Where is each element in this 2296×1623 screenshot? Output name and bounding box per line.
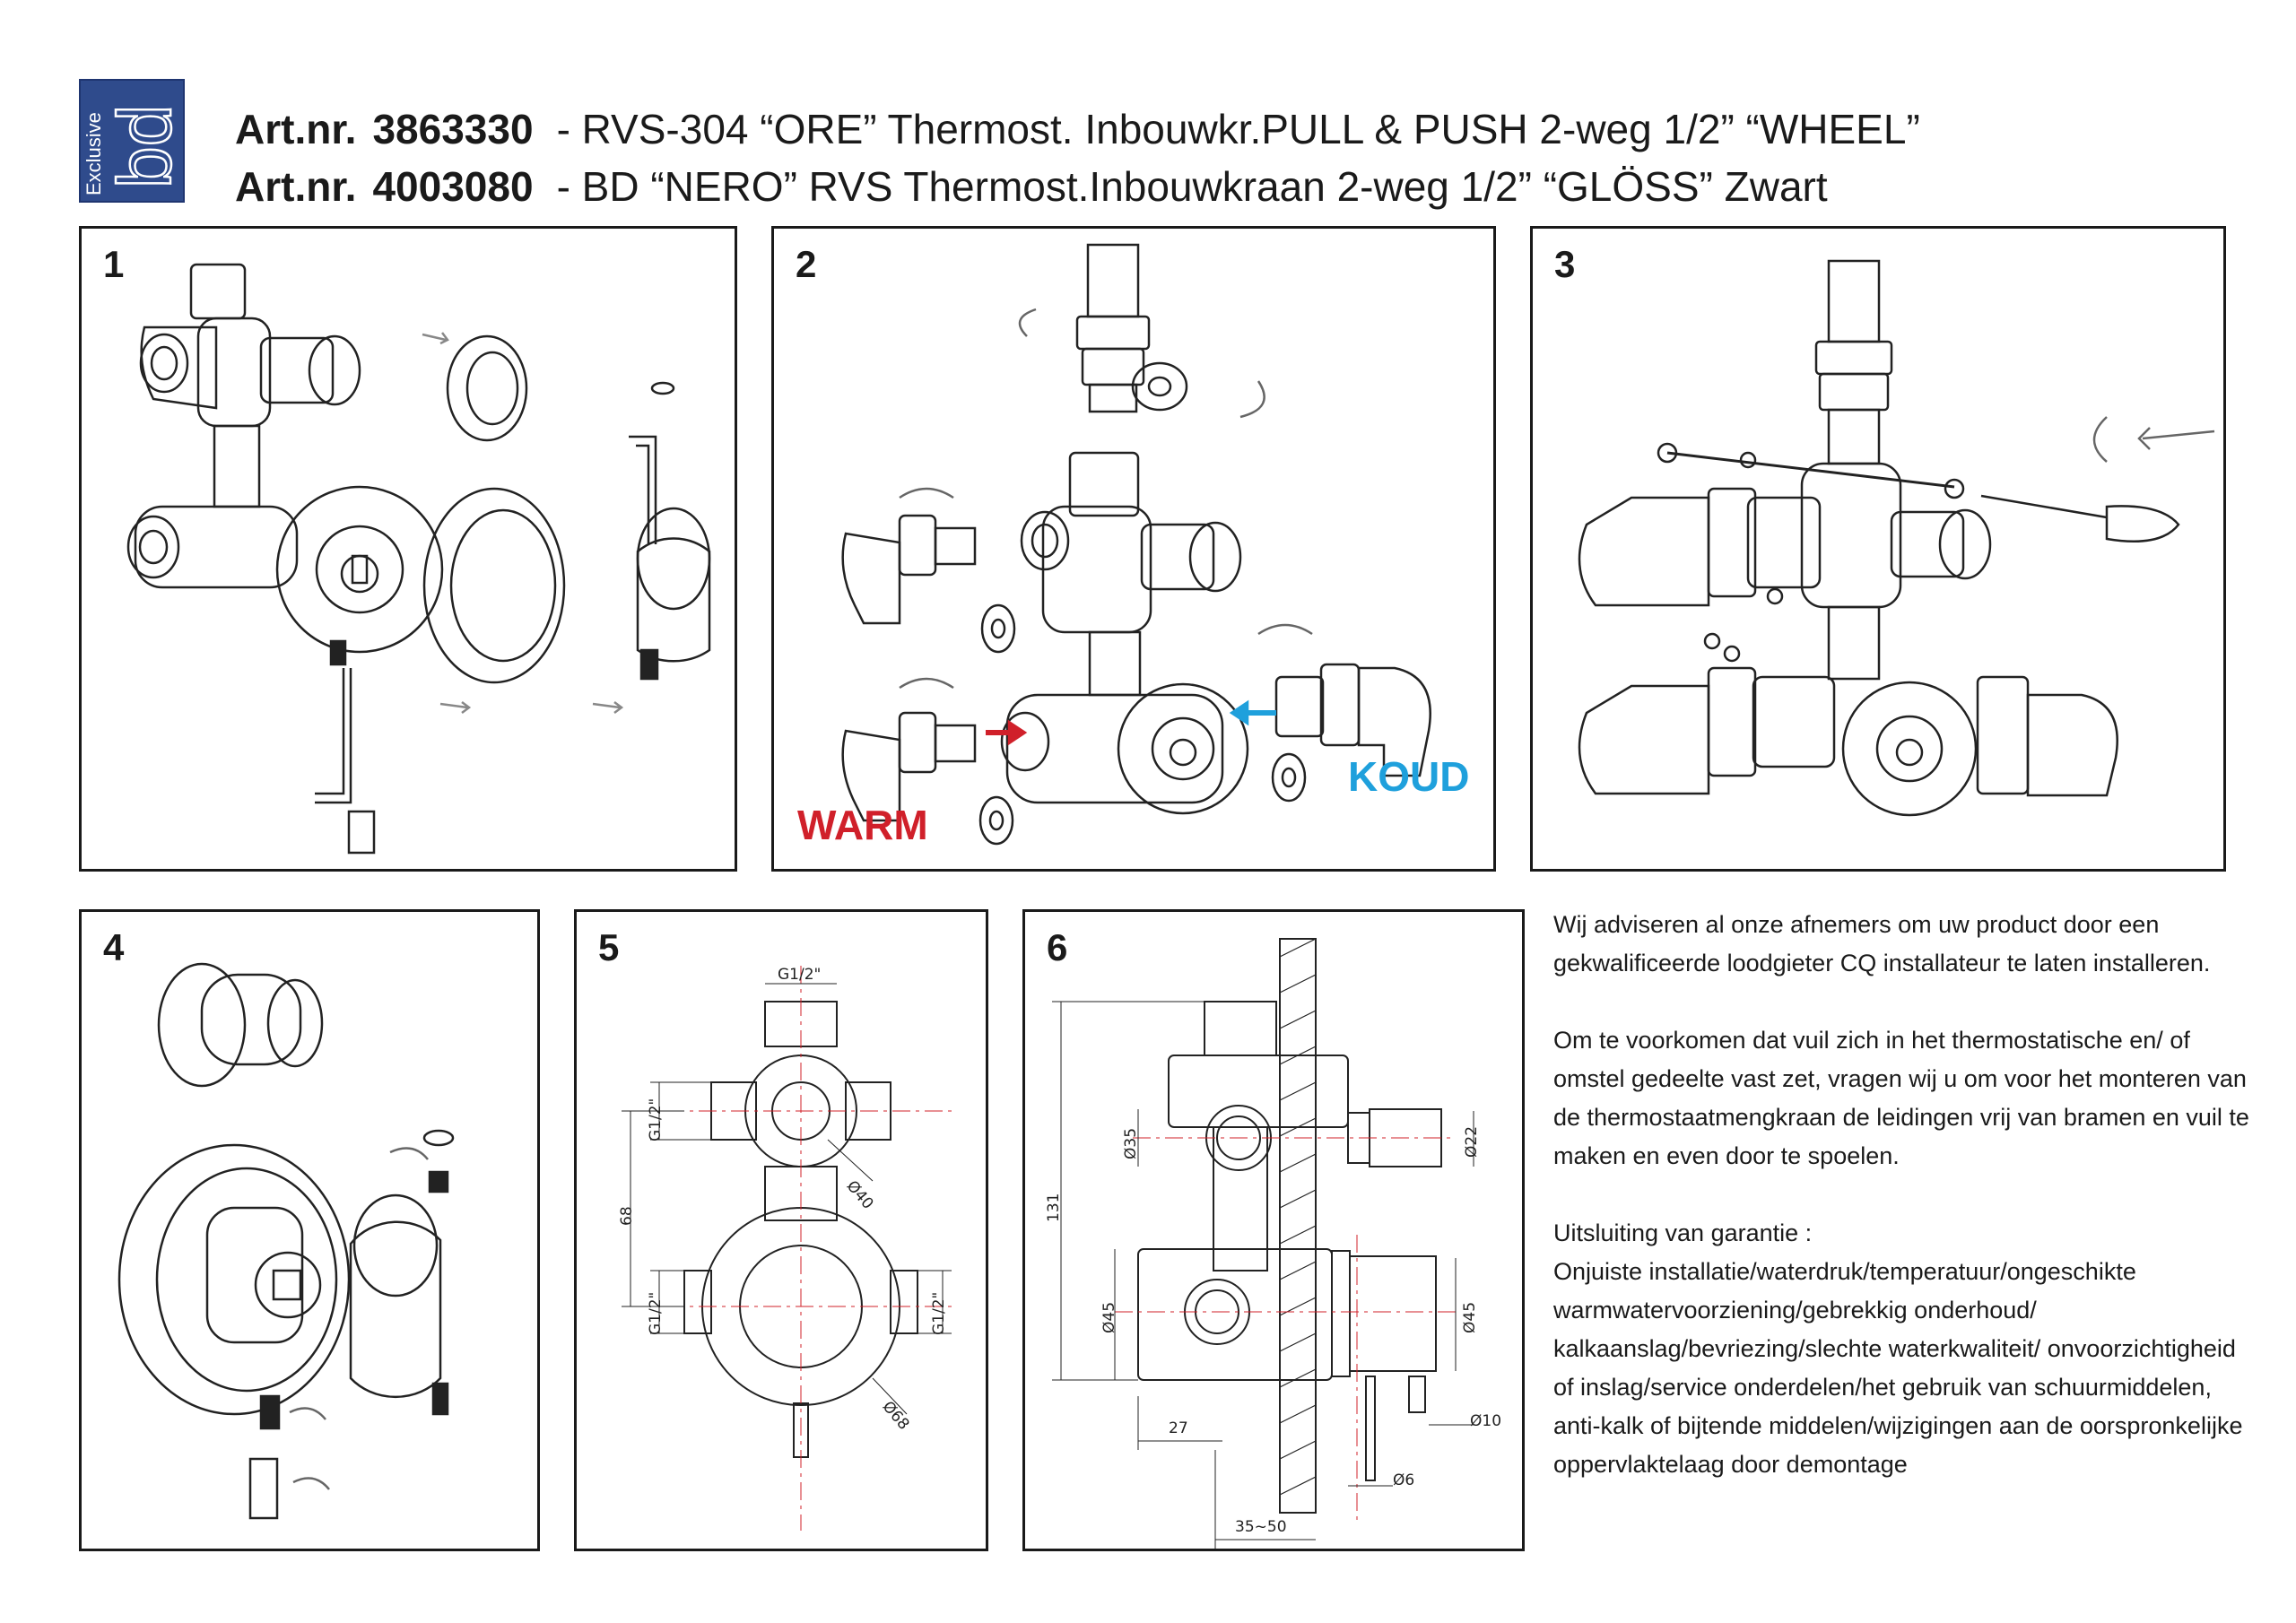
article-line-1: Art.nr. 3863330 - RVS-304 “ORE” Thermost. … bbox=[235, 104, 1920, 154]
handle-assembly-illustration bbox=[117, 962, 455, 1520]
dim-diameter-22: Ø22 bbox=[1463, 1125, 1481, 1158]
dim-68-distance: 68 bbox=[618, 1206, 636, 1226]
brand-logo: Exclusive bd bbox=[79, 79, 187, 203]
step-panel-1: 1 bbox=[79, 226, 737, 872]
dim-width-27: 27 bbox=[1169, 1419, 1188, 1437]
logo-word: Exclusive bbox=[83, 112, 105, 195]
step-panel-2: 2 bbox=[771, 226, 1496, 872]
warm-label: WARM bbox=[797, 802, 928, 848]
article-number: 3863330 bbox=[372, 106, 534, 152]
cleaning-paragraph: Om te voorkomen dat vuil zich in het the… bbox=[1553, 1027, 2249, 1169]
dim-g-top: G1/2" bbox=[778, 966, 822, 984]
step-panel-5: 5 G1/2" G1/2" 68 G1/2" G1/2" Ø40 Ø68 bbox=[574, 909, 988, 1551]
article-line-2: Art.nr. 4003080 - BD “NERO” RVS Thermost.I… bbox=[235, 161, 1828, 212]
koud-label: KOUD bbox=[1348, 753, 1470, 800]
dim-diameter-45-right: Ø45 bbox=[1461, 1301, 1479, 1333]
warranty-exclusions: Onjuiste installatie/waterdruk/temperatu… bbox=[1553, 1258, 2243, 1478]
step-number: 4 bbox=[103, 926, 125, 968]
warranty-title: Uitsluiting van garantie : bbox=[1553, 1219, 1813, 1246]
step-number: 2 bbox=[796, 243, 817, 285]
dim-diameter-10: Ø10 bbox=[1470, 1412, 1502, 1430]
step-number: 1 bbox=[103, 243, 125, 285]
dim-diameter-6: Ø6 bbox=[1393, 1471, 1415, 1489]
article-label: Art.nr. bbox=[235, 163, 357, 210]
side-dimension-drawing bbox=[1052, 938, 1474, 1549]
logo-letters: bd bbox=[102, 105, 187, 188]
installation-notes: Wij adviseren al onze afnemers om uw pro… bbox=[1553, 906, 2262, 1484]
step-panel-3: 3 bbox=[1530, 226, 2226, 872]
step-number: 6 bbox=[1047, 926, 1068, 968]
dim-diameter-45-left: Ø45 bbox=[1100, 1301, 1118, 1333]
article-description: - BD “NERO” RVS Thermost.Inbouwkraan 2-w… bbox=[556, 163, 1828, 210]
advice-paragraph: Wij adviseren al onze afnemers om uw pro… bbox=[1553, 911, 2211, 976]
step-panel-6: 6 131 Ø35 Ø22 Ø45 Ø bbox=[1022, 909, 1525, 1551]
step-number: 5 bbox=[598, 926, 620, 968]
article-number: 4003080 bbox=[372, 163, 534, 210]
dim-width-35-50: 35~50 bbox=[1235, 1518, 1287, 1536]
valve-exploded-illustration bbox=[126, 263, 711, 855]
front-dimension-drawing bbox=[622, 966, 953, 1531]
step-number: 3 bbox=[1554, 243, 1576, 285]
article-label: Art.nr. bbox=[235, 106, 357, 152]
dim-g-lower-left: G1/2" bbox=[647, 1291, 665, 1335]
dim-g-lower-right: G1/2" bbox=[930, 1291, 948, 1335]
valve-mounting-illustration bbox=[1578, 259, 2215, 817]
dim-height-131: 131 bbox=[1045, 1193, 1063, 1222]
valve-connection-illustration bbox=[841, 243, 1431, 846]
dim-g-upper-left: G1/2" bbox=[647, 1098, 665, 1141]
dim-diameter-35: Ø35 bbox=[1122, 1127, 1140, 1159]
step-panel-4: 4 bbox=[79, 909, 540, 1551]
article-description: - RVS-304 “ORE” Thermost. Inbouwkr.PULL … bbox=[556, 106, 1920, 152]
